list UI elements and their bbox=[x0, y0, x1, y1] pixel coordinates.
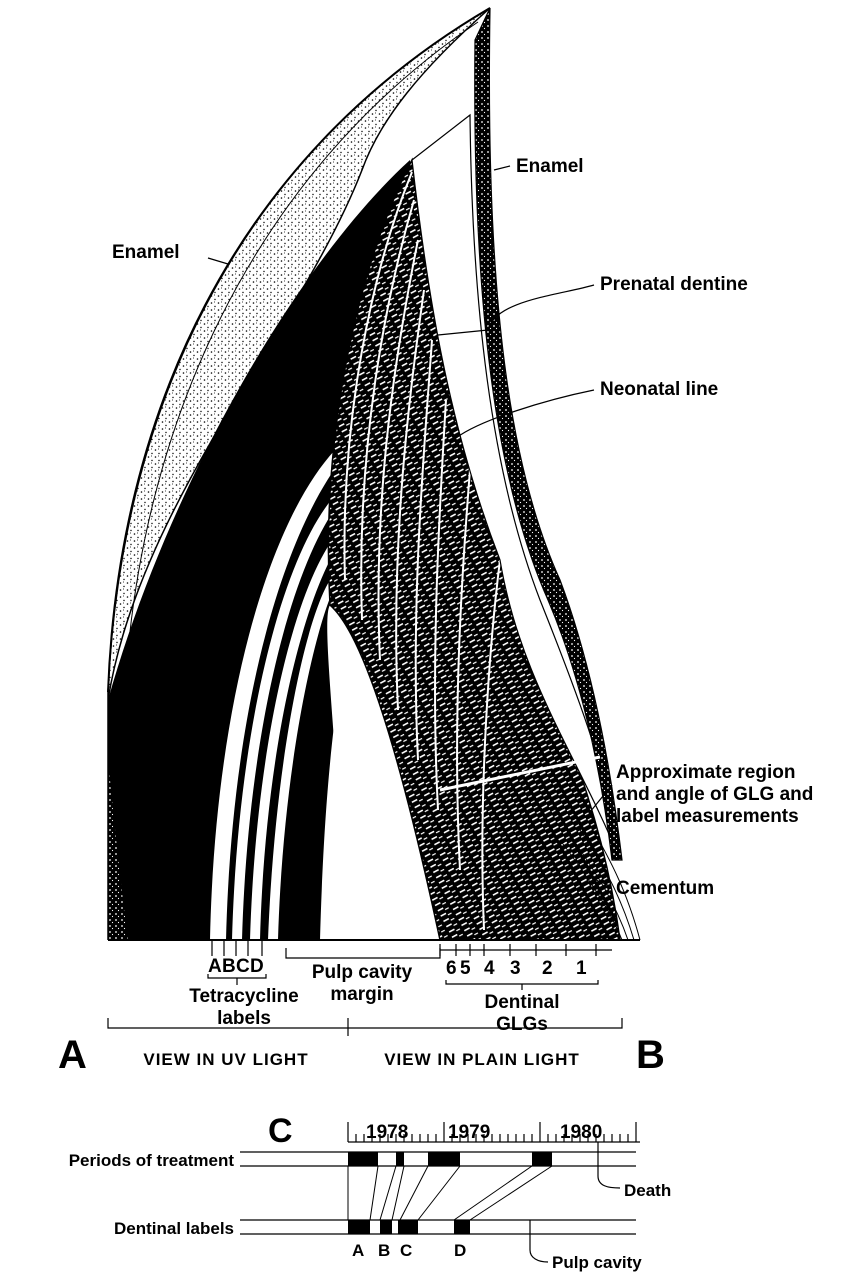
pulp-cavity-label: Pulp cavity bbox=[552, 1253, 642, 1272]
pulp-margin-caption-1: Pulp cavity bbox=[312, 962, 413, 983]
dentinal-label-a bbox=[348, 1220, 370, 1234]
pulp-cavity-leader bbox=[530, 1220, 548, 1262]
year-1980: 1980 bbox=[560, 1122, 602, 1143]
prenatal-dentine-label: Prenatal dentine bbox=[600, 274, 748, 295]
glg-number-6: 6 bbox=[446, 958, 457, 979]
label-connectors bbox=[348, 1166, 552, 1220]
tetracycline-letter-b: B bbox=[222, 956, 236, 977]
glg-numbers: 6 5 4 3 2 1 bbox=[446, 958, 587, 979]
glg-region-line2: and angle of GLG and bbox=[616, 784, 813, 805]
panel-c-label: C bbox=[268, 1112, 293, 1150]
glg-number-1: 1 bbox=[576, 958, 587, 979]
treatment-period-1 bbox=[348, 1152, 378, 1166]
year-1978: 1978 bbox=[366, 1122, 408, 1143]
periods-of-treatment-label: Periods of treatment bbox=[69, 1151, 235, 1170]
glg-caption-2: GLGs bbox=[496, 1014, 548, 1035]
death-label: Death bbox=[624, 1181, 671, 1200]
treatment-period-3 bbox=[428, 1152, 460, 1166]
neonatal-line-label: Neonatal line bbox=[600, 379, 718, 400]
cementum-label: Cementum bbox=[616, 878, 714, 899]
dentinal-labels-label: Dentinal labels bbox=[114, 1219, 234, 1238]
glg-region-line3: label measurements bbox=[616, 806, 799, 827]
glg-number-3: 3 bbox=[510, 958, 521, 979]
dentinal-label-b bbox=[380, 1220, 392, 1234]
enamel-left-label: Enamel bbox=[112, 242, 180, 263]
tetracycline-letters: A B C D bbox=[208, 956, 264, 977]
pulp-margin-caption-2: margin bbox=[330, 984, 393, 1005]
tetracycline-letter-a: A bbox=[208, 956, 222, 977]
tetracycline-caption-1: Tetracycline bbox=[189, 986, 298, 1007]
treatment-period-4 bbox=[532, 1152, 552, 1166]
treatment-period-2 bbox=[396, 1152, 404, 1166]
letter-d: D bbox=[454, 1241, 466, 1260]
glg-region-line1: Approximate region bbox=[616, 762, 795, 783]
year-1979: 1979 bbox=[448, 1122, 490, 1143]
dentinal-label-c bbox=[398, 1220, 418, 1234]
dentinal-label-d bbox=[454, 1220, 470, 1234]
tetracycline-letter-c: C bbox=[236, 956, 250, 977]
tooth-section bbox=[108, 8, 640, 940]
glg-number-4: 4 bbox=[484, 958, 495, 979]
panel-a-label: A bbox=[58, 1033, 87, 1077]
glg-caption-1: Dentinal bbox=[485, 992, 560, 1013]
letter-a: A bbox=[352, 1241, 364, 1260]
glg-number-2: 2 bbox=[542, 958, 553, 979]
letter-b: B bbox=[378, 1241, 390, 1260]
letter-c: C bbox=[400, 1241, 412, 1260]
panel-b-label: B bbox=[636, 1033, 665, 1077]
tetracycline-caption-2: labels bbox=[217, 1008, 271, 1029]
death-leader bbox=[598, 1142, 620, 1188]
timeline-panel: 1978 1979 1980 Periods of treatment Deat… bbox=[69, 1122, 672, 1272]
tetracycline-letter-d: D bbox=[250, 956, 264, 977]
enamel-right-label: Enamel bbox=[516, 156, 584, 177]
view-plain-label: VIEW IN PLAIN LIGHT bbox=[384, 1050, 580, 1069]
glg-number-5: 5 bbox=[460, 958, 471, 979]
view-uv-label: VIEW IN UV LIGHT bbox=[143, 1050, 308, 1069]
